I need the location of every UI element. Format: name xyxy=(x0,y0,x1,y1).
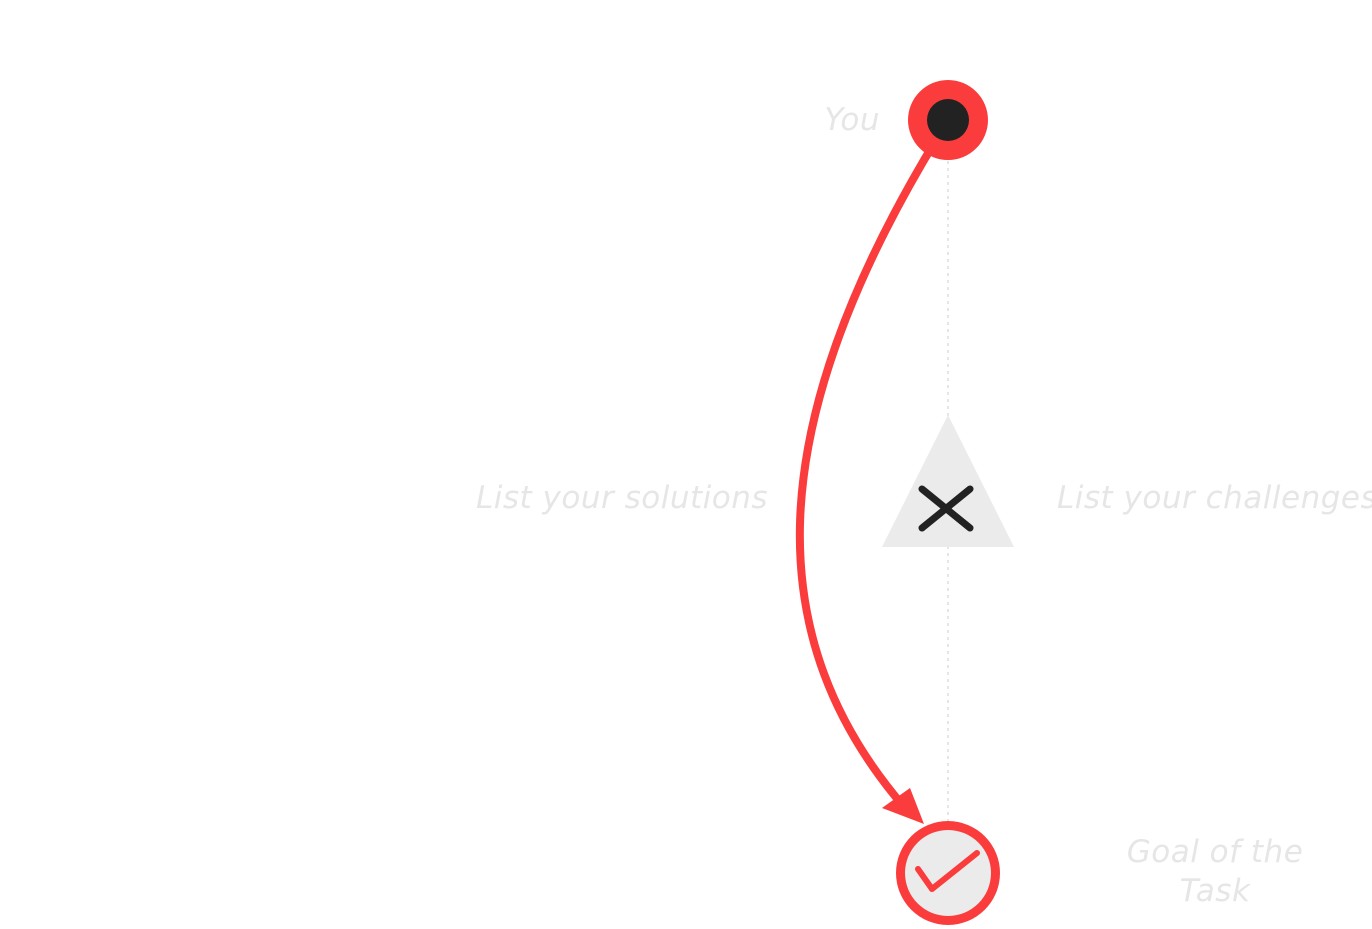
you-label: You xyxy=(824,102,880,138)
you-marker-icon xyxy=(908,80,988,160)
arrowhead-icon xyxy=(882,788,924,824)
challenges-label: List your challenges xyxy=(1057,480,1372,516)
obstacle-x-icon xyxy=(882,415,1014,547)
goal-label: Goal of the Task xyxy=(1126,834,1304,909)
goal-check-icon xyxy=(896,821,1000,925)
detour-path-arrow xyxy=(795,136,940,812)
solutions-label: List your solutions xyxy=(475,480,768,516)
